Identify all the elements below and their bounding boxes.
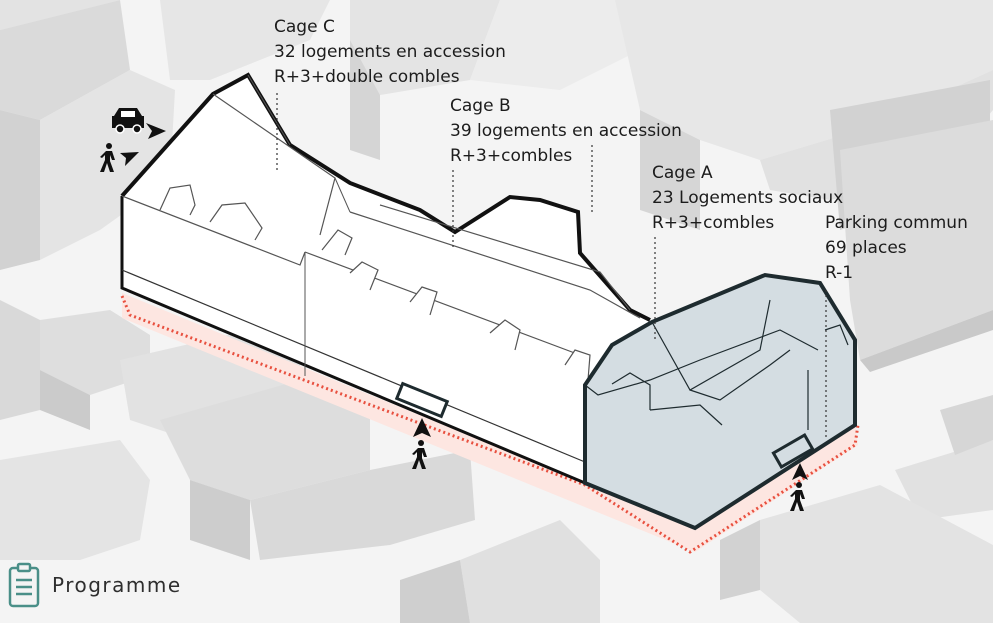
cage-c-name: Cage C [274, 17, 335, 37]
legend-title: Programme [52, 573, 182, 597]
cage-a-building [583, 272, 857, 531]
cage-a-name: Cage A [652, 163, 713, 183]
car-icon [112, 108, 144, 134]
project-building [120, 72, 651, 485]
cage-a-height: R+3+combles [652, 213, 775, 233]
cage-b-name: Cage B [450, 96, 511, 116]
arrow-icon [413, 418, 431, 437]
cage-c-units: 32 logements en accession [274, 42, 506, 62]
label-cage-c: Cage C 32 logements en accession R+3+dou… [274, 15, 506, 90]
parking-name: Parking commun [825, 213, 968, 233]
cage-a-units: 23 Logements sociaux [652, 188, 844, 208]
entrance-cage-a [771, 433, 815, 469]
parking-units: 69 places [825, 238, 907, 258]
pedestrian-icon [790, 482, 805, 511]
cage-b-units: 39 logements en accession [450, 121, 682, 141]
clipboard-icon [8, 562, 40, 608]
legend: Programme [8, 562, 182, 608]
arrow-icon [792, 463, 808, 480]
site-border [120, 295, 860, 554]
pedestrian-icon [100, 143, 115, 172]
leader-lines [276, 93, 827, 440]
cage-b-height: R+3+combles [450, 146, 573, 166]
cage-c-height: R+3+double combles [274, 67, 460, 87]
label-cage-b: Cage B 39 logements en accession R+3+com… [450, 94, 682, 169]
arrow-icon [120, 152, 139, 166]
arrow-icon [146, 123, 166, 139]
entrance-cage-b [394, 381, 450, 419]
label-parking: Parking commun 69 places R-1 [825, 211, 968, 286]
parking-level: R-1 [825, 263, 854, 283]
pedestrian-icon [412, 440, 427, 469]
label-cage-a: Cage A 23 Logements sociaux R+3+combles [652, 161, 843, 236]
